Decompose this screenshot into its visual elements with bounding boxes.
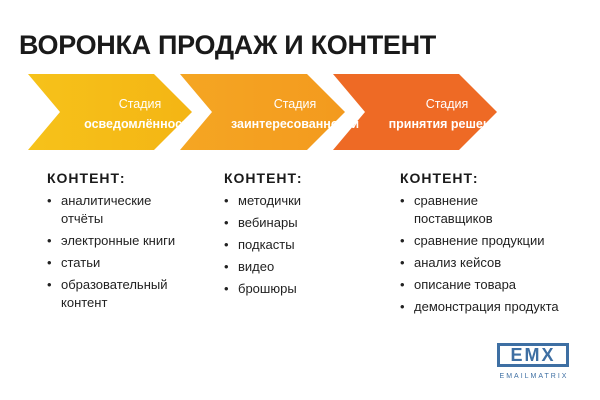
emailmatrix-logo: EMX bbox=[497, 343, 569, 367]
list-item: видео bbox=[224, 258, 374, 276]
list-item: демонстрация продукта bbox=[400, 298, 590, 316]
logo-wordmark: EMAILMATRIX bbox=[499, 373, 569, 380]
content-column-3: КОНТЕНТ: сравнение поставщиков сравнение… bbox=[400, 170, 590, 320]
stage-1-label: Стадия осведомлённости bbox=[65, 94, 215, 134]
content-column-2: КОНТЕНТ: методички вебинары подкасты вид… bbox=[224, 170, 374, 302]
list-item: электронные книги bbox=[47, 232, 197, 250]
list-item: вебинары bbox=[224, 214, 374, 232]
stage-1-chevron bbox=[28, 74, 192, 150]
list-item: аналитические отчёты bbox=[47, 192, 171, 228]
list-item: сравнение поставщиков bbox=[400, 192, 514, 228]
stage-3-line1: Стадия bbox=[425, 97, 469, 111]
stage-1-line2: осведомлённости bbox=[84, 117, 196, 131]
list-item: статьи bbox=[47, 254, 197, 272]
list-item: сравнение продукции bbox=[400, 232, 590, 250]
stage-3-line2: принятия решения bbox=[388, 117, 506, 131]
stage-2-line2: заинтересованности bbox=[230, 117, 360, 131]
column-heading: КОНТЕНТ: bbox=[47, 170, 126, 186]
list-item: методички bbox=[224, 192, 374, 210]
page-title: ВОРОНКА ПРОДАЖ И КОНТЕНТ bbox=[19, 30, 436, 60]
content-column-1: КОНТЕНТ: аналитические отчёты электронны… bbox=[47, 170, 197, 316]
stage-3-chevron bbox=[333, 74, 497, 150]
list-item: брошюры bbox=[224, 280, 374, 298]
stage-2-chevron bbox=[180, 74, 345, 150]
stage-2-label: Стадия заинтересованности bbox=[220, 94, 370, 134]
funnel-diagram bbox=[28, 74, 497, 150]
list-item: анализ кейсов bbox=[400, 254, 590, 272]
stage-3-label: Стадия принятия решения bbox=[372, 94, 522, 134]
list-item: образовательный контент bbox=[47, 276, 191, 312]
column-heading: КОНТЕНТ: bbox=[224, 170, 303, 186]
list-item: описание товара bbox=[400, 276, 590, 294]
column-heading: КОНТЕНТ: bbox=[400, 170, 479, 186]
stage-1-line1: Стадия bbox=[118, 97, 162, 111]
list-item: подкасты bbox=[224, 236, 374, 254]
stage-2-line1: Стадия bbox=[273, 97, 317, 111]
